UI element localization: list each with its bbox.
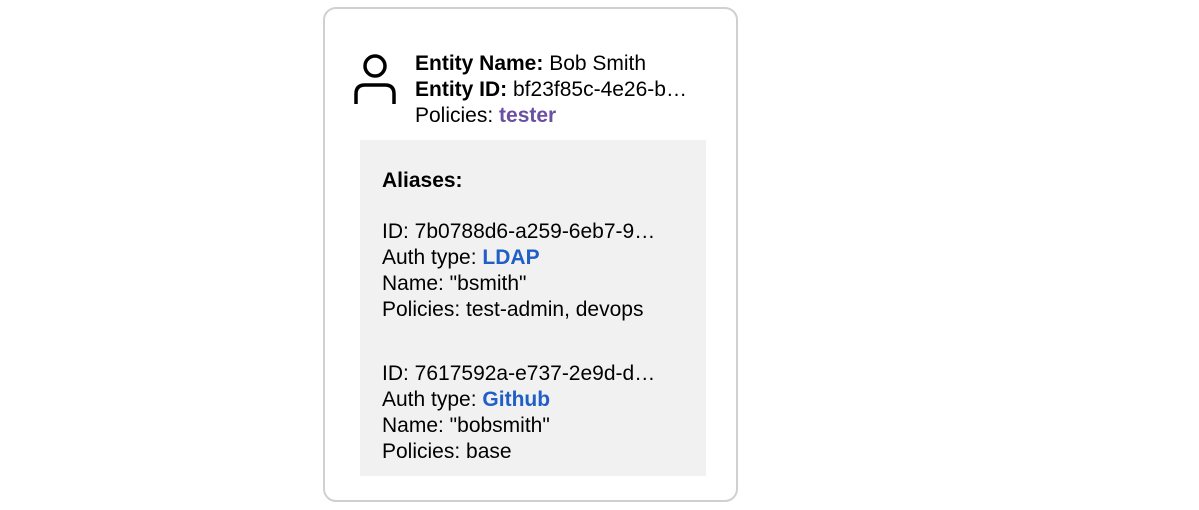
entity-card: Entity Name: Bob Smith Entity ID: bf23f8…: [323, 7, 738, 502]
alias-auth-label: Auth type:: [382, 246, 483, 269]
entity-name-line: Entity Name: Bob Smith: [415, 51, 687, 77]
alias-id: ID: 7b0788d6-a259-6eb7-9…: [382, 220, 656, 243]
alias-name: Name: "bsmith": [382, 272, 527, 295]
alias-auth-type: Auth type: LDAP: [382, 245, 655, 271]
entity-policy-tester: tester: [499, 104, 557, 127]
entity-name-label: Entity Name:: [415, 52, 544, 75]
entity-id-label: Entity ID:: [415, 78, 508, 101]
entity-id-line: Entity ID: bf23f85c-4e26-b…: [415, 77, 687, 103]
entity-policies-label: Policies:: [415, 104, 500, 127]
entity-details: Entity Name: Bob Smith Entity ID: bf23f8…: [415, 51, 687, 129]
alias-auth-value: Github: [482, 388, 551, 411]
aliases-panel: Aliases: ID: 7b0788d6-a259-6eb7-9… Auth …: [360, 140, 706, 476]
aliases-title: Aliases:: [382, 169, 463, 192]
alias-item: ID: 7617592a-e737-2e9d-d… Auth type: Git…: [382, 361, 655, 465]
alias-name: Name: "bobsmith": [382, 414, 550, 437]
alias-auth-value: LDAP: [482, 246, 540, 269]
alias-auth-label: Auth type:: [382, 388, 483, 411]
alias-item: ID: 7b0788d6-a259-6eb7-9… Auth type: LDA…: [382, 219, 655, 323]
user-icon: [354, 54, 396, 104]
alias-policies: Policies: base: [382, 440, 512, 463]
alias-auth-type: Auth type: Github: [382, 387, 655, 413]
entity-policies-line: Policies: tester: [415, 103, 687, 129]
entity-name-value: Bob Smith: [543, 52, 647, 75]
alias-id: ID: 7617592a-e737-2e9d-d…: [382, 362, 656, 385]
alias-policies: Policies: test-admin, devops: [382, 298, 644, 321]
entity-id-value: bf23f85c-4e26-b…: [507, 78, 687, 101]
